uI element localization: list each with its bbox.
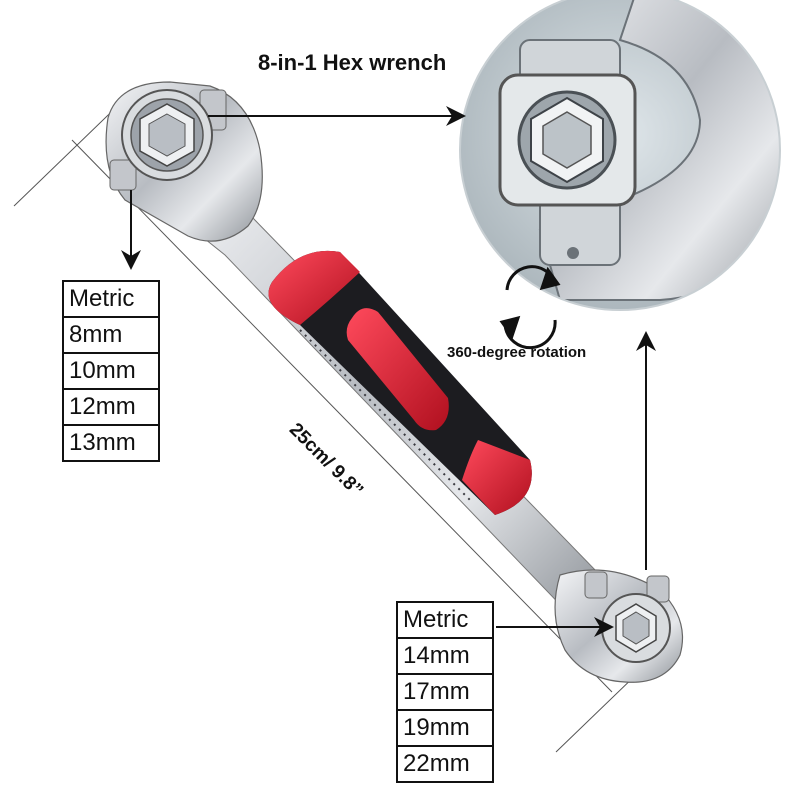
metric-size: 8mm xyxy=(62,316,160,354)
zoom-detail xyxy=(459,0,781,311)
bottom-socket-head xyxy=(554,569,684,683)
wrench xyxy=(105,81,684,683)
metric-size: 22mm xyxy=(396,745,494,783)
metric-size: 17mm xyxy=(396,673,494,711)
metric-header: Metric xyxy=(62,280,160,318)
metric-size: 12mm xyxy=(62,388,160,426)
rotation-label: 360-degree rotation xyxy=(447,344,587,361)
callout-title: 8-in-1 Hex wrench xyxy=(258,50,447,75)
metric-size: 13mm xyxy=(62,424,160,462)
handle xyxy=(268,250,532,516)
metric-size: 19mm xyxy=(396,709,494,747)
metric-size: 14mm xyxy=(396,637,494,675)
metric-size: 10mm xyxy=(62,352,160,390)
metric-header: Metric xyxy=(396,601,494,639)
top-socket-head xyxy=(105,81,263,242)
callout-arrows xyxy=(121,106,656,637)
rotation-arrows-icon xyxy=(499,265,561,350)
metric-table-small: Metric 8mm 10mm 12mm 13mm xyxy=(62,280,160,462)
metric-table-large: Metric 14mm 17mm 19mm 22mm xyxy=(396,601,494,783)
